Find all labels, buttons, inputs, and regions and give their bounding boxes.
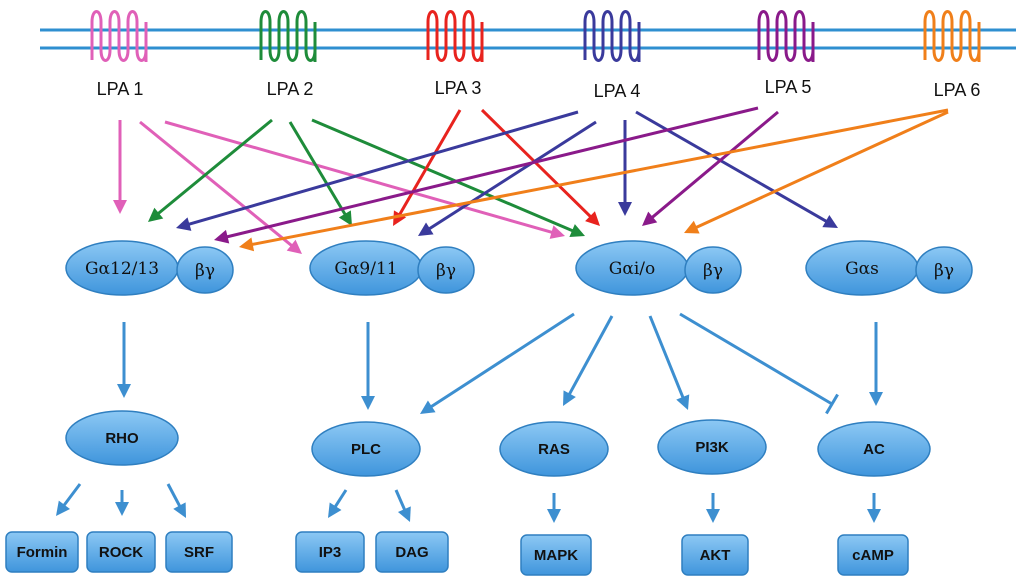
g-protein-g9-11: Gα9/11 βγ xyxy=(309,240,475,296)
output-camp-label: cAMP xyxy=(852,547,894,564)
output-ip3: IP3 xyxy=(295,531,365,573)
receptor-coil-lpa2 xyxy=(259,10,317,62)
output-mapk: MAPK xyxy=(520,534,592,576)
receptor-coil-lpa5 xyxy=(757,10,815,62)
arrow-lpa6-gi xyxy=(684,110,949,234)
receptor-label-lpa4: LPA 4 xyxy=(594,81,641,101)
arrow-rho-formin xyxy=(56,483,82,516)
arrow-lpa6-g12 xyxy=(239,108,949,252)
arrow-lpa2-g12 xyxy=(148,118,273,222)
receptor-coil-lpa3 xyxy=(426,10,484,62)
beta-gamma-label-3: βγ xyxy=(703,261,723,281)
receptor-coil-lpa4 xyxy=(583,10,641,62)
output-mapk-label: MAPK xyxy=(534,547,578,564)
arrow-lpa1-g12 xyxy=(113,120,127,214)
arrow-lpa4-gi xyxy=(618,120,632,216)
effector-plc: PLC xyxy=(311,421,421,477)
arrow-lpa2-gi xyxy=(311,118,585,237)
receptor-label-lpa6: LPA 6 xyxy=(934,80,981,100)
effector-ras: RAS xyxy=(499,421,609,477)
arrow-gi-plc xyxy=(420,312,575,414)
arrow-lpa1-gi xyxy=(164,120,565,239)
receptor-coil-lpa6 xyxy=(923,10,981,62)
output-rock: ROCK xyxy=(86,531,156,573)
effector-ac: AC xyxy=(817,421,931,477)
arrow-lpa3-g9 xyxy=(393,109,462,226)
arrow-lpa2-g9 xyxy=(288,121,352,226)
arrows xyxy=(56,106,949,523)
g-alpha-12-13-label: Gα12/13 xyxy=(85,259,159,279)
output-rock-label: ROCK xyxy=(99,544,143,561)
arrow-ras-mapk xyxy=(547,493,561,523)
g-alpha-9-11-label: Gα9/11 xyxy=(334,259,397,279)
arrow-g12-rho xyxy=(117,322,131,398)
effector-plc-label: PLC xyxy=(351,441,381,458)
receptor-coil-lpa1 xyxy=(90,10,148,62)
receptor-label-lpa5: LPA 5 xyxy=(765,77,812,97)
arrow-lpa4-g9 xyxy=(418,120,597,236)
receptor-label-lpa3: LPA 3 xyxy=(435,78,482,98)
arrow-gi-ras xyxy=(563,315,614,406)
output-akt-label: AKT xyxy=(700,547,731,564)
arrow-lpa5-g12 xyxy=(214,106,759,244)
output-akt: AKT xyxy=(681,534,749,576)
beta-gamma-label-4: βγ xyxy=(934,261,954,281)
arrow-lpa4-g12 xyxy=(176,110,579,231)
beta-gamma-label-1: βγ xyxy=(195,261,215,281)
effector-ras-label: RAS xyxy=(538,441,570,458)
arrow-ac-camp xyxy=(867,493,881,523)
arrow-g9-plc xyxy=(361,322,375,410)
g-alpha-s-label: Gαs xyxy=(845,259,879,279)
effector-pi3k-label: PI3K xyxy=(695,439,729,456)
effector-rho: RHO xyxy=(65,410,179,466)
output-formin-label: Formin xyxy=(17,544,68,561)
effector-rho-label: RHO xyxy=(105,430,139,447)
beta-gamma-label-2: βγ xyxy=(436,261,456,281)
g-protein-gs: Gαs βγ xyxy=(805,240,973,296)
output-srf: SRF xyxy=(165,531,233,573)
receptor-label-lpa1: LPA 1 xyxy=(97,79,144,99)
g-protein-gi-o: Gαi/o βγ xyxy=(575,240,742,296)
arrow-gi-ac xyxy=(679,312,839,415)
output-formin: Formin xyxy=(5,531,79,573)
arrow-plc-dag xyxy=(394,489,411,522)
output-camp: cAMP xyxy=(837,534,909,576)
output-dag: DAG xyxy=(375,531,449,573)
arrow-rho-srf xyxy=(166,483,186,518)
g-alpha-i-o-label: Gαi/o xyxy=(609,259,655,279)
output-dag-label: DAG xyxy=(395,544,428,561)
effector-ac-label: AC xyxy=(863,441,885,458)
arrow-gi-pi3k xyxy=(648,315,690,410)
arrow-lpa3-gi xyxy=(480,108,600,226)
arrow-gs-ac xyxy=(869,322,883,406)
receptor-label-lpa2: LPA 2 xyxy=(267,79,314,99)
arrow-plc-ip3 xyxy=(328,489,348,518)
g-protein-g12-13: Gα12/13 βγ xyxy=(65,240,234,296)
arrow-pi3k-akt xyxy=(706,493,720,523)
output-ip3-label: IP3 xyxy=(319,544,342,561)
receptor-coils xyxy=(90,10,981,62)
arrow-lpa5-gi xyxy=(642,110,779,226)
effector-pi3k: PI3K xyxy=(657,419,767,475)
output-srf-label: SRF xyxy=(184,544,214,561)
arrow-rho-rock xyxy=(115,490,129,516)
